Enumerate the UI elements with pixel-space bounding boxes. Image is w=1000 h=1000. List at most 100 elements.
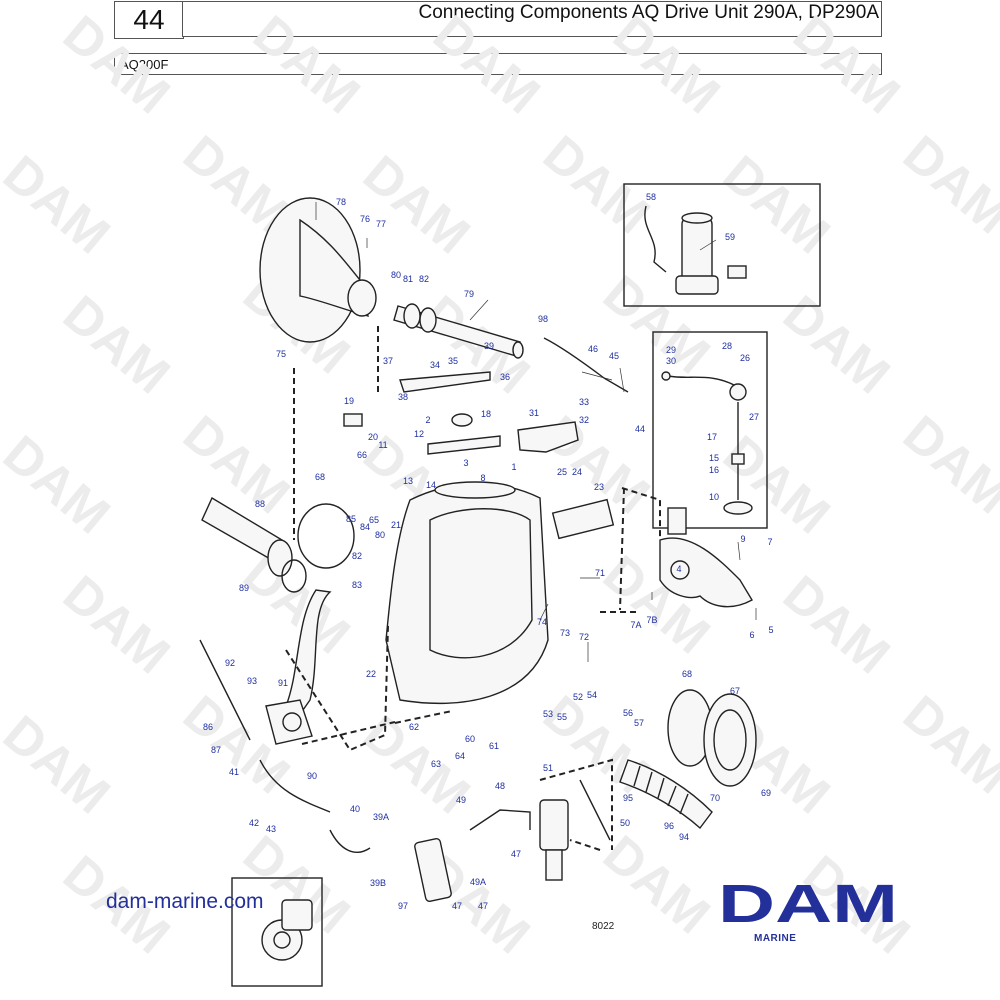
part-label-68: 68 (682, 669, 692, 679)
part-label-49a: 49A (470, 877, 486, 887)
part-label-25: 25 (557, 467, 567, 477)
part-label-62: 62 (409, 722, 419, 732)
leader-lines (315, 202, 757, 662)
watermark-text: DAM (52, 565, 180, 686)
part-label-16: 16 (709, 465, 719, 475)
part-label-57: 57 (634, 718, 644, 728)
part-label-94: 94 (679, 832, 689, 842)
main-housing-drawing (385, 481, 549, 705)
part-label-47: 47 (511, 849, 521, 859)
part-label-88: 88 (255, 499, 265, 509)
part-label-20: 20 (368, 432, 378, 442)
logo-subtext: MARINE (754, 933, 797, 944)
part-label-82: 82 (352, 551, 362, 561)
part-label-60: 60 (465, 734, 475, 744)
page-title: Connecting Components AQ Drive Unit 290A… (182, 1, 882, 37)
watermark-text: DAM (0, 705, 120, 826)
watermark-text: DAM (712, 145, 840, 266)
page-number: 44 (114, 1, 184, 39)
part-label-47: 47 (452, 901, 462, 911)
part-label-26: 26 (740, 353, 750, 363)
watermark-text: DAM (772, 285, 900, 406)
part-label-17: 17 (707, 432, 717, 442)
part-label-51: 51 (543, 763, 553, 773)
part-label-95: 95 (623, 793, 633, 803)
part-label-97: 97 (398, 901, 408, 911)
part-label-27: 27 (749, 412, 759, 422)
part-label-44: 44 (635, 424, 645, 434)
part-label-76: 76 (360, 214, 370, 224)
part-label-41: 41 (229, 767, 239, 777)
watermark-text: DAM (0, 145, 120, 266)
pipe-49-drawing (469, 809, 531, 831)
watermark-text: DAM (532, 125, 660, 246)
part-label-56: 56 (623, 708, 633, 718)
part-label-18: 18 (481, 409, 491, 419)
part-label-53: 53 (543, 709, 553, 719)
part-label-70: 70 (710, 793, 720, 803)
part-label-23: 23 (594, 482, 604, 492)
part-label-40: 40 (350, 804, 360, 814)
part-label-50: 50 (620, 818, 630, 828)
part-label-52: 52 (573, 692, 583, 702)
logo-wordmark: DAM (718, 878, 898, 926)
part-label-96: 96 (664, 821, 674, 831)
part-label-2: 2 (425, 415, 430, 425)
part-label-48: 48 (495, 781, 505, 791)
part-label-92: 92 (225, 658, 235, 668)
part-label-81: 81 (403, 274, 413, 284)
part-label-79: 79 (464, 289, 474, 299)
part-label-24: 24 (572, 467, 582, 477)
dashed-leader-1 (293, 326, 379, 540)
part-label-64: 64 (455, 751, 465, 761)
website-link[interactable]: dam-marine.com (106, 890, 264, 913)
part-label-33: 33 (579, 397, 589, 407)
part-label-91: 91 (278, 678, 288, 688)
bellows-drawing (619, 759, 713, 830)
dam-marine-logo: DAM (718, 878, 898, 926)
trim-pump-drawing (644, 205, 747, 295)
dashed-leader-3 (600, 487, 661, 613)
hose-87-drawing (201, 496, 307, 593)
sensor-drawing (661, 371, 753, 515)
part-label-6: 6 (749, 630, 754, 640)
part-label-37: 37 (383, 356, 393, 366)
part-label-11: 11 (378, 440, 387, 450)
part-label-39: 39 (484, 341, 494, 351)
part-label-32: 32 (579, 415, 589, 425)
part-label-74: 74 (537, 617, 547, 627)
part-24-drawing (551, 498, 615, 540)
dashed-leader-2 (285, 624, 389, 752)
part-label-31: 31 (529, 408, 539, 418)
part-label-38: 38 (398, 392, 408, 402)
part-label-13: 13 (403, 476, 413, 486)
part-label-65: 65 (369, 515, 379, 525)
part-label-7a: 7A (630, 620, 641, 630)
part-label-73: 73 (560, 628, 570, 638)
o-ring-68-drawing (297, 503, 355, 569)
part-label-19: 19 (344, 396, 354, 406)
watermark-text: DAM (892, 685, 1000, 806)
watermark-text: DAM (52, 5, 180, 126)
figure-number: 8022 (592, 921, 615, 932)
part-drawings (199, 183, 821, 987)
part-label-45: 45 (609, 351, 619, 361)
part-32-drawing (517, 421, 579, 453)
part-label-3: 3 (463, 458, 468, 468)
hose-50-drawing (579, 779, 611, 841)
part-label-63: 63 (431, 759, 441, 769)
shaft-11-drawing (427, 435, 501, 455)
watermark-text: DAM (602, 5, 730, 126)
bellows-flange-drawing (259, 197, 377, 343)
part-label-34: 34 (430, 360, 440, 370)
part-label-8: 8 (480, 473, 485, 483)
part-label-75: 75 (276, 349, 286, 359)
part-label-43: 43 (266, 824, 276, 834)
part-label-77: 77 (376, 219, 386, 229)
part-2-drawing (451, 413, 473, 427)
part-label-7b: 7B (646, 615, 657, 625)
part-label-71: 71 (595, 568, 605, 578)
hose-40-drawing (329, 829, 371, 853)
lever-35-drawing (399, 371, 491, 393)
part-label-28: 28 (722, 341, 732, 351)
